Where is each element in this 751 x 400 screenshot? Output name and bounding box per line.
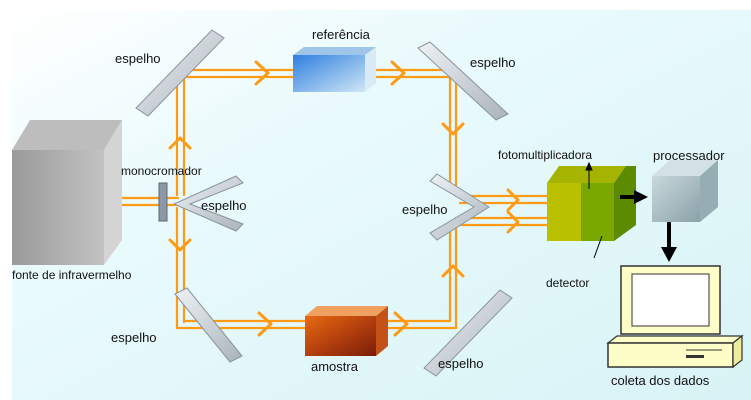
mirror-top-left (135, 29, 225, 117)
sample-cell (305, 306, 388, 356)
label-photomultiplier: fotomultiplicadora (498, 148, 592, 162)
label-data-collection: coleta dos dados (611, 373, 710, 388)
label-mirror-bottom-left: espelho (111, 330, 157, 345)
mirror-center-left (172, 175, 244, 232)
label-processor: processador (653, 148, 725, 163)
label-source: fonte de infravermelho (12, 268, 132, 282)
mirror-center-right (429, 173, 490, 241)
beam-arrows (168, 60, 520, 337)
mirror-bottom-right (423, 289, 513, 377)
label-pointers (585, 161, 603, 259)
computer-icon (606, 265, 744, 369)
label-monochromator: monocromador (121, 164, 202, 178)
processor-box (652, 160, 718, 222)
label-mirror-top-right: espelho (470, 55, 516, 70)
label-mirror-center-left: espelho (201, 198, 247, 213)
label-mirror-center-right: espelho (402, 202, 448, 217)
mirror-top-right (417, 41, 509, 121)
arrow-to-computer (661, 222, 677, 262)
detector-block (547, 166, 636, 241)
label-mirror-bottom-right: espelho (438, 356, 484, 371)
label-detector: detector (546, 276, 589, 290)
ir-source-box (12, 120, 122, 265)
monochromator-slit (158, 182, 168, 222)
arrow-to-processor (620, 190, 648, 204)
label-sample: amostra (311, 359, 359, 374)
label-reference: referência (312, 27, 371, 42)
reference-cell (293, 47, 376, 92)
label-mirror-top-left: espelho (115, 51, 161, 66)
mirror-bottom-left (174, 287, 243, 363)
